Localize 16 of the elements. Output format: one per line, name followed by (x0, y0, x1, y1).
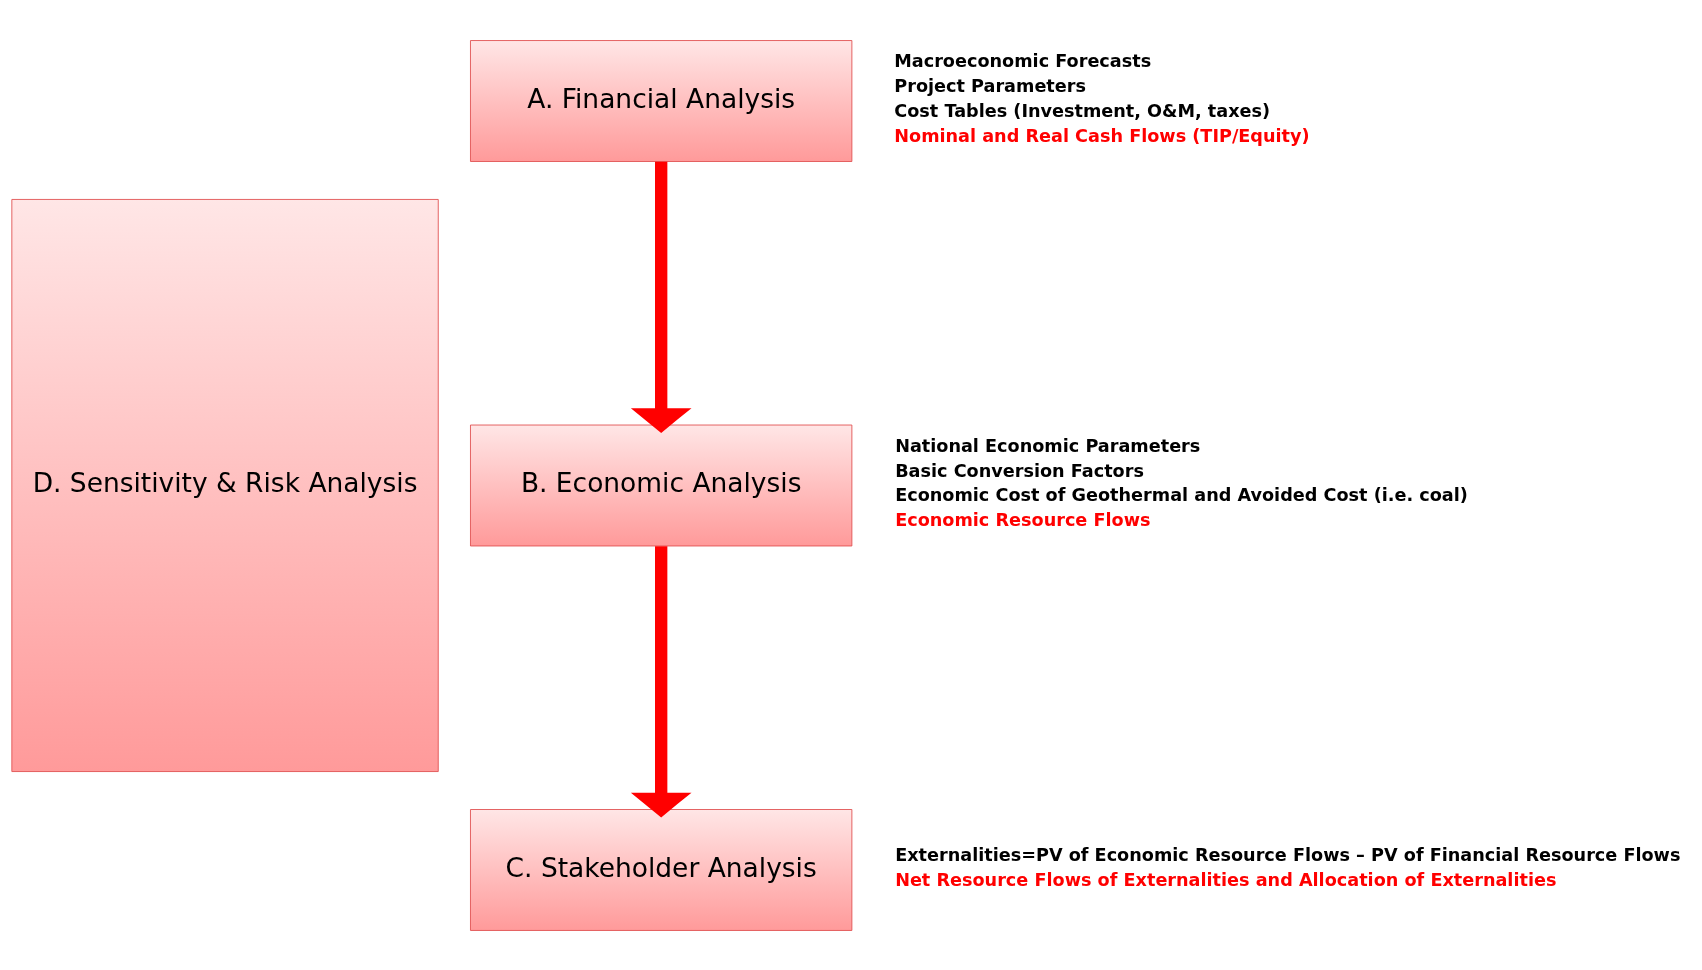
node-box: A. Financial Analysis (470, 39, 853, 162)
node-box: C. Stakeholder Analysis (470, 808, 853, 931)
node-label: Macroeconomic Forecasts (894, 50, 1152, 71)
node-label: Economic Resource Flows (895, 509, 1151, 530)
node-label: Nominal and Real Cash Flows (TIP/Equity) (894, 125, 1310, 146)
arrow (630, 545, 692, 817)
node-label: Externalities=PV of Economic Resource Flows – PV of Financial Resource Flows (895, 844, 1681, 865)
node-label: Cost Tables (Investment, O&M, taxes) (894, 100, 1271, 121)
node-label: Basic Conversion Factors (895, 460, 1144, 481)
node-label: National Economic Parameters (895, 435, 1201, 456)
node-box: D. Sensitivity & Risk Analysis (11, 198, 439, 772)
node-label: Project Parameters (894, 75, 1086, 96)
node-box: B. Economic Analysis (470, 424, 853, 546)
arrow (630, 161, 692, 433)
node-label: Net Resource Flows of Externalities and Allocation of Externalities (895, 869, 1557, 890)
node-label: Economic Cost of Geothermal and Avoided Cost (i.e. coal) (895, 484, 1468, 505)
